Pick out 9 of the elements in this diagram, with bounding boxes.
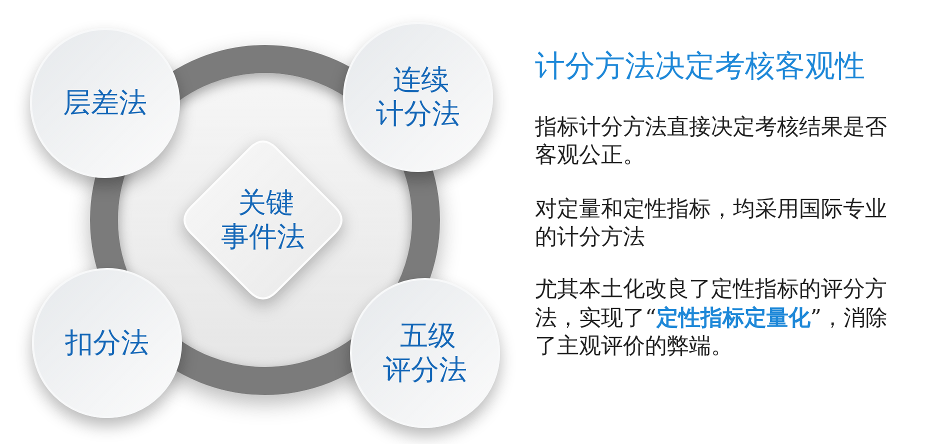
method-name: 五级评分法 [382, 319, 468, 387]
description-paragraph: 尤其本土化改良了定性指标的评分方法，实现了“定性指标定量化”，消除了主观评价的弊端。 [535, 276, 888, 361]
panel-title: 计分方法决定考核客观性 [535, 48, 866, 86]
method-name: 扣分法 [65, 326, 149, 360]
description-paragraph: 对定量和定性指标，均采用国际专业的计分方法 [535, 196, 888, 252]
method-name: 连续计分法 [375, 63, 461, 131]
description-paragraph: 指标计分方法直接决定考核结果是否客观公正。 [535, 114, 888, 170]
method-name: 层差法 [63, 86, 147, 120]
method-name: 关键事件法 [220, 186, 306, 254]
